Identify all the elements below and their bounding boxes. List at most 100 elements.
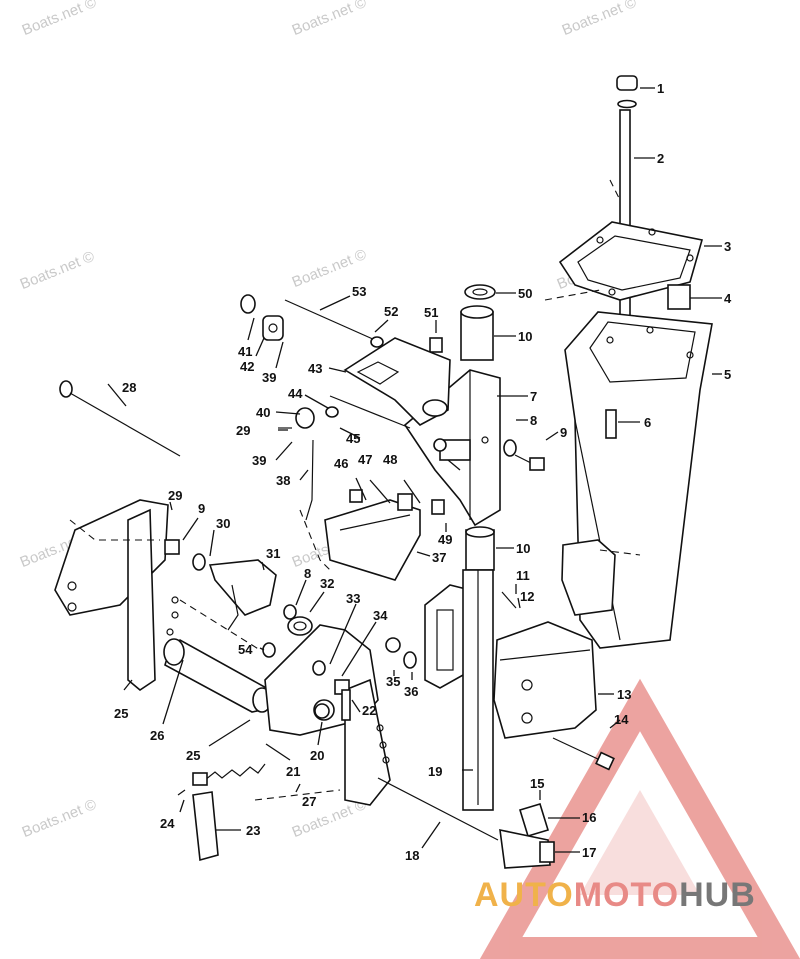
callout-35: 35 xyxy=(386,674,400,689)
callout-29-upper: 29 xyxy=(236,423,250,438)
callout-17: 17 xyxy=(582,845,596,860)
callout-43: 43 xyxy=(308,361,322,376)
part-26-tilt-tube xyxy=(163,638,272,713)
callout-16: 16 xyxy=(582,810,596,825)
callout-20: 20 xyxy=(310,748,324,763)
part-50-washer xyxy=(464,284,496,300)
part-8-washer-lower xyxy=(283,604,297,620)
part-44-washer xyxy=(325,406,339,418)
part-28-long-bolt xyxy=(59,380,181,457)
part-9-bolt xyxy=(514,454,545,471)
part-5-exhaust-housing xyxy=(561,311,713,649)
callout-4: 4 xyxy=(724,291,732,306)
callout-14: 14 xyxy=(614,712,629,727)
callout-21: 21 xyxy=(286,764,300,779)
brand-triangle-logo xyxy=(479,678,800,959)
callout-37: 37 xyxy=(432,550,446,565)
brand-part-auto: AUTO xyxy=(474,876,574,914)
part-45-pin xyxy=(329,395,411,429)
brand-wordmark: AUTOMOTOHUB xyxy=(474,876,756,915)
part-37-tilt-lock xyxy=(324,489,421,581)
part-51-bolt xyxy=(429,337,443,353)
assembly-guide-lines xyxy=(69,179,641,801)
callout-23: 23 xyxy=(246,823,260,838)
part-31-lock-plate xyxy=(208,559,277,631)
part-24-pin xyxy=(177,789,186,796)
part-21-spring xyxy=(192,763,266,786)
part-8-washer xyxy=(503,439,517,457)
callout-25-left: 25 xyxy=(114,706,128,721)
callout-49: 49 xyxy=(438,532,452,547)
callout-26: 26 xyxy=(150,728,164,743)
callout-leaders xyxy=(107,87,722,853)
callout-34: 34 xyxy=(373,608,388,623)
callout-8-lower: 8 xyxy=(304,566,311,581)
part-17-clamp-block xyxy=(499,828,555,869)
callout-41: 41 xyxy=(238,344,252,359)
part-18-rod xyxy=(377,777,499,841)
callout-8-upper: 8 xyxy=(530,413,537,428)
callout-15: 15 xyxy=(530,776,544,791)
callout-11: 11 xyxy=(516,568,530,583)
part-40-knob xyxy=(295,407,315,429)
callout-29-lower: 29 xyxy=(168,488,182,503)
part-49-bolt xyxy=(431,499,445,515)
callout-1: 1 xyxy=(657,81,664,96)
part-52-nut xyxy=(370,336,384,348)
callout-6: 6 xyxy=(644,415,651,430)
part-33-nut xyxy=(312,660,326,676)
part-14-bolt xyxy=(552,737,615,771)
part-30-washer xyxy=(192,553,206,571)
callout-39-mid: 39 xyxy=(252,453,266,468)
callout-5: 5 xyxy=(724,367,731,382)
part-32-ring xyxy=(287,616,313,636)
part-1-cap xyxy=(616,75,638,109)
callout-27: 27 xyxy=(302,794,316,809)
callout-52: 52 xyxy=(384,304,398,319)
part-9-bolt-left xyxy=(164,539,180,555)
callout-13: 13 xyxy=(617,687,631,702)
part-41-washer xyxy=(240,294,256,314)
callout-45: 45 xyxy=(346,431,360,446)
part-25-stern-bracket-left xyxy=(54,499,179,691)
callout-38: 38 xyxy=(276,473,290,488)
callout-7: 7 xyxy=(530,389,537,404)
callout-31: 31 xyxy=(266,546,280,561)
callout-44: 44 xyxy=(288,386,303,401)
part-6-bolt xyxy=(605,409,617,439)
callout-22: 22 xyxy=(362,703,376,718)
callout-28: 28 xyxy=(122,380,136,395)
part-38-link-rod xyxy=(305,439,314,521)
callout-46: 46 xyxy=(334,456,348,471)
callout-54: 54 xyxy=(238,642,253,657)
part-36-washer xyxy=(403,651,417,669)
part-42-clamp xyxy=(262,315,284,341)
callout-25-right: 25 xyxy=(186,748,200,763)
callout-32: 32 xyxy=(320,576,334,591)
callout-53: 53 xyxy=(352,284,366,299)
part-22-stud xyxy=(341,689,351,721)
part-3-gasket xyxy=(558,221,704,301)
callout-labels: 1 2 3 4 5 6 7 8 9 10 50 51 52 53 41 42 3… xyxy=(114,81,732,863)
part-48-spring xyxy=(433,438,447,452)
part-23-handle xyxy=(192,791,219,862)
part-54-nut xyxy=(262,642,276,658)
part-11-pin xyxy=(501,591,517,609)
callout-9-upper: 9 xyxy=(560,425,567,440)
callout-36: 36 xyxy=(404,684,418,699)
callout-18: 18 xyxy=(405,848,419,863)
callout-48: 48 xyxy=(383,452,397,467)
callout-12: 12 xyxy=(520,589,534,604)
callout-51: 51 xyxy=(424,305,438,320)
brand-part-hub: HUB xyxy=(679,876,756,914)
callout-10-upper: 10 xyxy=(518,329,532,344)
part-4-bracket xyxy=(667,284,691,310)
part-20-knob xyxy=(314,703,330,719)
callout-50: 50 xyxy=(518,286,532,301)
brand-part-moto: MOTO xyxy=(573,876,680,914)
callout-3: 3 xyxy=(724,239,731,254)
callout-2: 2 xyxy=(657,151,664,166)
part-16-clip xyxy=(518,803,550,837)
callout-42: 42 xyxy=(240,359,254,374)
